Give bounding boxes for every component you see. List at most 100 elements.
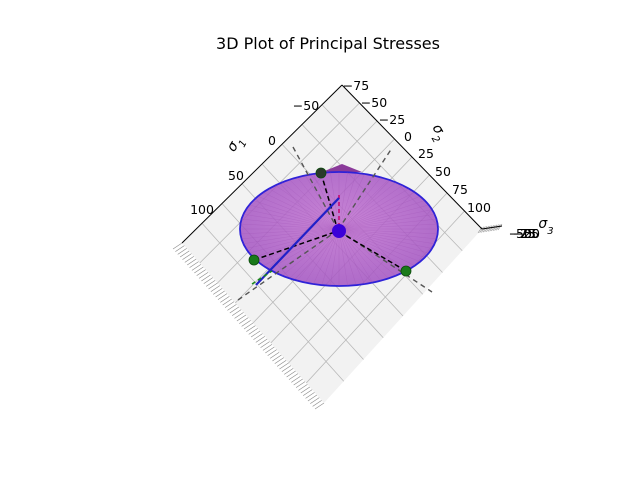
- edge-hatch-line: [241, 320, 251, 327]
- edge-hatch-line: [175, 245, 185, 252]
- tick-sigma2: 75: [452, 182, 468, 197]
- edge-hatch-line: [481, 226, 486, 233]
- surface-mesh-line: [321, 228, 340, 286]
- surface-mesh-line: [240, 223, 340, 230]
- edge-hatch-line: [487, 225, 493, 232]
- guide-black-p2: [320, 172, 339, 232]
- edge-hatch-line: [179, 250, 190, 258]
- chart-title: 3D Plot of Principal Stresses: [216, 34, 440, 53]
- surface-mesh-line: [338, 172, 348, 230]
- edge-hatch-line: [213, 288, 223, 295]
- hydrostatic-center-point: [332, 224, 346, 238]
- surface-mesh-line: [243, 228, 340, 244]
- axis-label-sigma2: σ2: [425, 121, 450, 144]
- tick-sigma3: 50: [516, 226, 532, 241]
- edge-hatch-line: [312, 400, 322, 407]
- guide-gray-sigma1: [237, 229, 339, 301]
- tick-sigma2: −75: [343, 78, 369, 93]
- edge-hatch-line: [222, 298, 232, 306]
- edge-hatch-line: [492, 224, 498, 231]
- surface-mesh-line: [338, 228, 381, 281]
- edge-hatch-line: [479, 226, 484, 233]
- surface-mesh-line: [289, 228, 340, 279]
- edge-hatch-line: [293, 378, 303, 386]
- tick-sigma2: 50: [435, 164, 451, 179]
- edge-hatch-line: [187, 258, 197, 266]
- edge-hatch-line: [248, 328, 258, 335]
- surface-mesh-line: [338, 172, 357, 230]
- principal-stress-point: [400, 265, 412, 277]
- surface-mesh-line: [305, 228, 340, 283]
- edge-hatch-line: [217, 293, 228, 300]
- edge-hatch-line: [300, 386, 310, 394]
- tick-sigma1: 50: [228, 168, 244, 183]
- surface-mesh-line: [257, 196, 340, 230]
- stress-guides: [237, 146, 433, 301]
- surface-mesh-line: [338, 214, 435, 230]
- edge-hatch-line: [177, 248, 187, 255]
- edge-hatch-line: [250, 330, 261, 338]
- surface-mesh-line: [338, 228, 365, 285]
- edge-hatch-line: [229, 306, 239, 314]
- axis-label-sigma1: σ1: [224, 133, 249, 156]
- surface-mesh-line: [240, 228, 340, 235]
- guide-black-p1: [253, 230, 339, 261]
- edge-hatch-line: [253, 333, 263, 340]
- surface-mesh-line: [338, 228, 348, 286]
- edge-hatch-line: [279, 362, 289, 370]
- edge-hatch-line: [236, 314, 247, 322]
- guide-gray-sigma3: [337, 147, 393, 231]
- grid-line: [321, 104, 463, 252]
- tick-sigma2: 25: [418, 146, 434, 161]
- edge-hatch-line: [255, 336, 265, 343]
- edge-hatch-line: [246, 325, 256, 332]
- surface-mesh-line: [338, 228, 425, 258]
- surface-mesh-line: [338, 228, 410, 270]
- surface-mesh-line: [338, 223, 438, 230]
- edge-hatch-line: [489, 225, 494, 232]
- surface-mesh-line: [241, 218, 340, 230]
- edge-hatch-line: [295, 381, 306, 388]
- surface-mesh-line: [338, 228, 421, 262]
- surface-mesh-line: [245, 228, 340, 249]
- tick-sigma2: 100: [467, 200, 491, 215]
- surface-mesh-line: [268, 228, 340, 270]
- edge-hatch-line: [198, 272, 209, 279]
- tick-sigma2: 0: [404, 129, 412, 144]
- grid-line: [305, 210, 465, 384]
- surface-mesh-line: [338, 204, 429, 230]
- principal-stress-point: [315, 167, 327, 179]
- edge-hatch-line: [305, 392, 315, 399]
- tick-sigma3: −25: [513, 226, 539, 241]
- surface-mesh-line: [338, 209, 433, 230]
- guide-green: [251, 270, 273, 285]
- edge-hatch-line: [496, 224, 501, 231]
- edge-hatch-line: [303, 389, 313, 396]
- edge-hatch-line: [482, 226, 488, 233]
- edge-hatch-line: [184, 256, 194, 263]
- surface-mesh-line: [338, 228, 415, 266]
- surface-mesh-line: [338, 177, 381, 230]
- edge-hatch-line: [208, 282, 218, 290]
- edge-hatch-line: [286, 370, 296, 378]
- surface-mesh-line: [257, 228, 340, 262]
- edge-hatch-line: [194, 266, 204, 274]
- edge-hatch-line: [258, 338, 268, 346]
- surface-mesh-line: [249, 228, 340, 254]
- surface-mesh-line: [338, 228, 373, 283]
- surface-mesh-line: [338, 228, 437, 240]
- surface-mesh-line: [338, 185, 403, 230]
- surface-mesh-line: [289, 179, 340, 230]
- edge-hatch-line: [276, 360, 287, 367]
- surface-mesh-line: [338, 228, 435, 244]
- edge-hatch-line: [227, 304, 237, 311]
- surface-mesh-line: [338, 200, 425, 230]
- edge-hatch-line: [172, 242, 183, 250]
- axis-label-sigma3: σ3: [538, 216, 553, 237]
- edge-hatch-line: [262, 344, 273, 351]
- surface-mesh-line: [243, 214, 340, 230]
- axis-line-sigma2: [341, 84, 483, 230]
- cone-tip-face: [322, 164, 362, 172]
- edge-hatch-line: [205, 280, 216, 287]
- tick-sigma2: −25: [379, 112, 405, 127]
